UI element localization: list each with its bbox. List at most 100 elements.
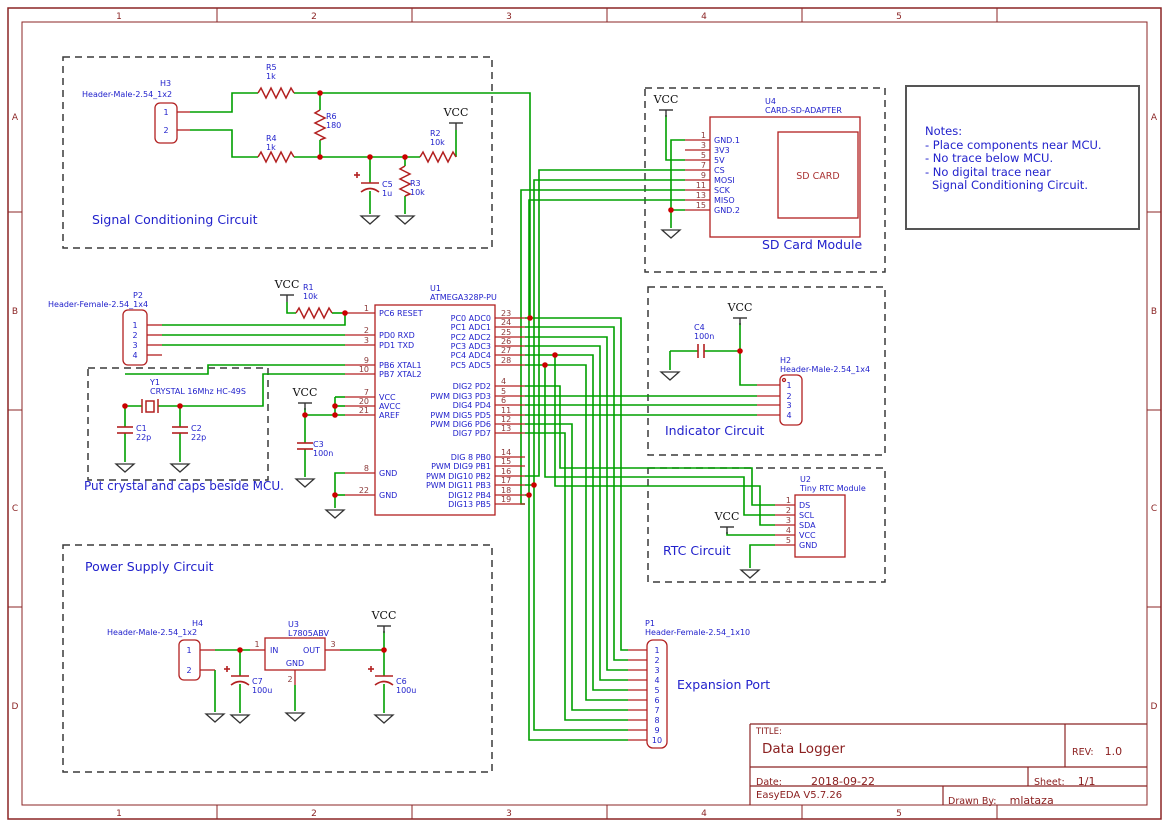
pin-number: 2 (786, 506, 791, 515)
component-label: P1 (645, 619, 655, 628)
pin-name: OUT (303, 646, 320, 655)
rtc-title: RTC Circuit (663, 543, 731, 558)
capacitor-c6[interactable] (368, 666, 394, 686)
resistor-r6[interactable] (313, 109, 327, 141)
ground-symbol (739, 569, 761, 579)
component-label: Y1 (149, 378, 160, 387)
component-label: Tiny RTC Module (799, 484, 866, 493)
pin-name: CS (714, 166, 725, 175)
capacitor-c4[interactable] (697, 344, 705, 358)
frame-column-label: 4 (701, 809, 707, 819)
frame-row-label: D (12, 702, 19, 712)
rtc-u2-body[interactable] (794, 494, 846, 558)
pin-number: 7 (364, 388, 369, 397)
pin-name: PB7 XTAL2 (379, 370, 422, 379)
pin-name: IN (270, 646, 278, 655)
frame-row-label: A (12, 113, 19, 123)
rev-value: 1.0 (1104, 745, 1123, 758)
crystal-y1[interactable] (141, 399, 159, 413)
component-label: Header-Male-2.54_1x2 (107, 628, 197, 637)
power-supply-title: Power Supply Circuit (85, 559, 214, 574)
frame-row-label: C (1151, 504, 1157, 514)
pin-number: 19 (501, 495, 511, 504)
header-h3-body[interactable] (154, 102, 178, 144)
junction-dot (332, 403, 338, 409)
pin-number: 5 (786, 536, 791, 545)
pin-name: DIG12 PB4 (448, 491, 491, 500)
vcc-label: VCC (653, 93, 679, 106)
junction-dot (302, 412, 308, 418)
pin-number: 1 (254, 640, 259, 649)
header-p2-body[interactable] (122, 309, 148, 366)
capacitor-c7[interactable] (224, 666, 250, 686)
vcc-label: VCC (292, 386, 318, 399)
component-label: 22p (191, 433, 206, 442)
pin-number: 7 (701, 161, 706, 170)
capacitor-c5[interactable] (354, 172, 380, 193)
vcc-symbol: VCC (274, 278, 299, 302)
pin-name: PC2 ADC2 (451, 333, 491, 342)
pin-number: 1 (186, 646, 191, 655)
pin-number: 9 (701, 171, 706, 180)
pin-name: GND.2 (714, 206, 740, 215)
signal-conditioning-box (62, 56, 493, 249)
pin-name: PWM DIG3 PD3 (430, 392, 491, 401)
capacitor-c2[interactable] (172, 426, 188, 434)
header-h2-body[interactable] (779, 374, 803, 426)
pin-name: PC1 ADC1 (451, 323, 491, 332)
pin-number: 2 (186, 666, 191, 675)
component-label: CRYSTAL 16Mhz HC-49S (150, 387, 246, 396)
junction-dot (531, 482, 537, 488)
pin-number: 9 (364, 356, 369, 365)
junction-dot (122, 403, 128, 409)
component-label: R3 (410, 179, 421, 188)
pin-number: 3 (786, 516, 791, 525)
pin-name: PWM DIG10 PB2 (426, 472, 491, 481)
component-label: H3 (160, 79, 171, 88)
pin-number: 3 (786, 401, 791, 410)
capacitor-c3[interactable] (297, 442, 313, 450)
pin-number: 1 (654, 646, 659, 655)
pin-name: PWM DIG9 PB1 (431, 462, 491, 471)
pin-name: DIG4 PD4 (453, 401, 491, 410)
title-label: TITLE: (756, 727, 782, 737)
pin-number: 17 (501, 476, 511, 485)
pin-name: SCL (799, 511, 815, 520)
pin-name: DS (799, 501, 810, 510)
pin-number: 1 (132, 321, 137, 330)
pin-number: 3 (330, 640, 335, 649)
resistor-r1[interactable] (295, 306, 333, 320)
pin-number: 1 (364, 304, 369, 313)
resistor-r5[interactable] (257, 86, 295, 100)
pin-number: 4 (654, 676, 659, 685)
pin-name: PC0 ADC0 (451, 314, 491, 323)
header-h4-body[interactable] (178, 639, 201, 681)
sd-u4-body[interactable] (709, 116, 861, 238)
component-label: C2 (191, 424, 202, 433)
drawn-by-label: Drawn By: (948, 796, 997, 807)
component-label: 10k (430, 138, 445, 147)
ground-symbol (284, 712, 306, 722)
component-label: C7 (252, 677, 263, 686)
component-label: 100n (313, 449, 333, 458)
pin-number: 21 (359, 406, 369, 415)
resistor-r3[interactable] (398, 165, 412, 197)
pin-number: 1 (786, 381, 791, 390)
pin-name: SDA (799, 521, 816, 530)
header-p1-body[interactable] (646, 639, 668, 749)
pin-number: 4 (132, 351, 137, 360)
resistor-r2[interactable] (419, 150, 457, 164)
component-label: 1u (382, 189, 392, 198)
pin-number: 23 (501, 309, 511, 318)
rev-row: REV: 1.0 (1072, 740, 1122, 759)
component-label: 180 (326, 121, 341, 130)
resistor-r4[interactable] (257, 150, 295, 164)
mcu-u1-body[interactable] (374, 304, 496, 516)
pin-number: 1 (163, 108, 168, 117)
ground-symbol (394, 215, 416, 225)
pin-number: 2 (287, 675, 292, 684)
ground-symbol (204, 713, 226, 723)
capacitor-c1[interactable] (117, 426, 133, 434)
component-label: H4 (192, 619, 203, 628)
